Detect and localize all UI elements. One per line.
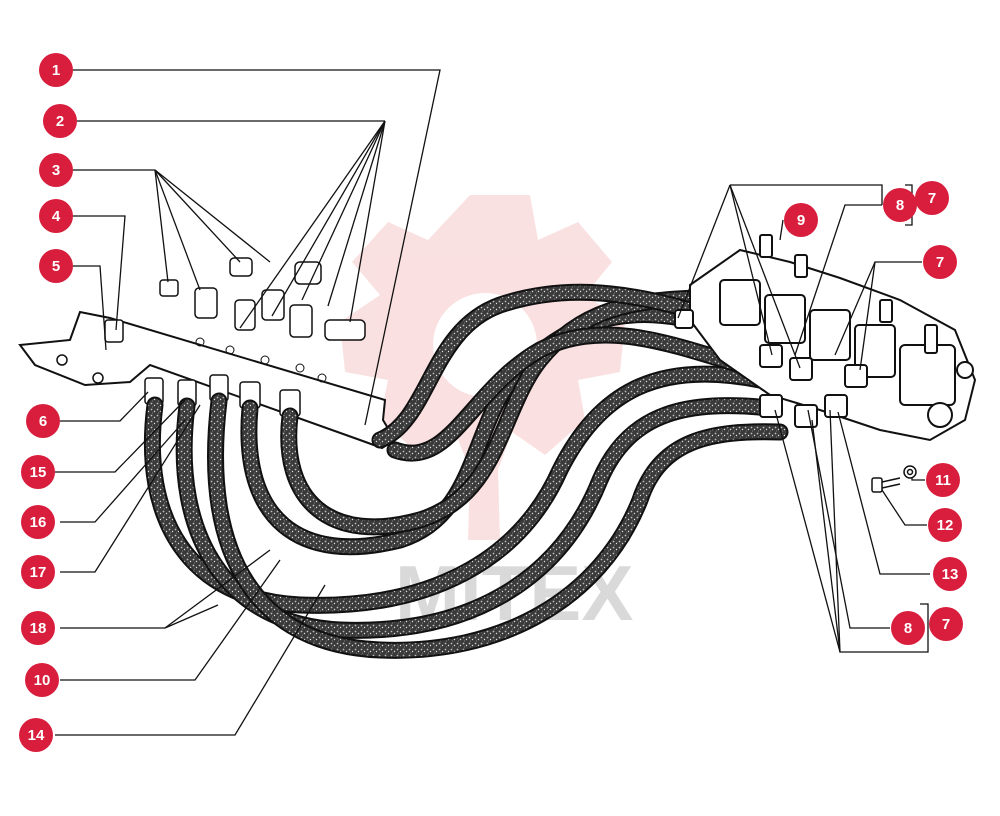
svg-text:1: 1 <box>52 62 60 79</box>
callout-1[interactable]: 1 <box>39 53 73 87</box>
svg-text:17: 17 <box>30 564 47 581</box>
svg-text:7: 7 <box>936 254 944 271</box>
svg-text:3: 3 <box>52 162 60 179</box>
callout-7-top[interactable]: 7 <box>915 181 949 215</box>
bolt-and-washer <box>871 465 917 493</box>
svg-text:8: 8 <box>896 197 904 214</box>
svg-text:18: 18 <box>30 620 47 637</box>
svg-text:4: 4 <box>52 208 61 225</box>
callout-3[interactable]: 3 <box>39 153 73 187</box>
svg-text:7: 7 <box>942 616 950 633</box>
callouts: 1 2 3 4 5 6 15 16 17 18 10 14 9 8 7 7 11… <box>19 53 967 752</box>
callout-18[interactable]: 18 <box>21 611 55 645</box>
svg-text:14: 14 <box>28 727 45 744</box>
callout-7-bottom[interactable]: 7 <box>929 607 963 641</box>
svg-text:8: 8 <box>904 620 912 637</box>
svg-text:5: 5 <box>52 258 60 275</box>
svg-text:6: 6 <box>39 413 47 430</box>
callout-8-top[interactable]: 8 <box>883 188 917 222</box>
callout-12[interactable]: 12 <box>928 508 962 542</box>
elbow-fittings <box>104 257 366 343</box>
callout-14[interactable]: 14 <box>19 718 53 752</box>
hydraulic-hoses <box>143 283 789 659</box>
callout-17[interactable]: 17 <box>21 555 55 589</box>
callout-6[interactable]: 6 <box>26 404 60 438</box>
watermark-gear-icon <box>340 195 625 540</box>
callout-7-middle[interactable]: 7 <box>923 245 957 279</box>
callout-4[interactable]: 4 <box>39 199 73 233</box>
svg-text:11: 11 <box>935 472 951 489</box>
callout-15[interactable]: 15 <box>21 455 55 489</box>
svg-text:10: 10 <box>34 672 51 689</box>
svg-text:15: 15 <box>30 464 47 481</box>
control-valve-block <box>674 234 977 442</box>
svg-text:13: 13 <box>942 566 959 583</box>
callout-5[interactable]: 5 <box>39 249 73 283</box>
callout-8-bottom[interactable]: 8 <box>891 611 925 645</box>
svg-text:7: 7 <box>928 190 936 207</box>
callout-9[interactable]: 9 <box>784 203 818 237</box>
svg-text:12: 12 <box>937 517 954 534</box>
callout-11[interactable]: 11 <box>926 463 960 497</box>
leader-lines <box>55 69 930 736</box>
svg-text:2: 2 <box>56 113 64 130</box>
svg-text:16: 16 <box>30 514 47 531</box>
callout-16[interactable]: 16 <box>21 505 55 539</box>
callout-10[interactable]: 10 <box>25 663 59 697</box>
svg-text:9: 9 <box>797 212 805 229</box>
callout-13[interactable]: 13 <box>933 557 967 591</box>
callout-2[interactable]: 2 <box>43 104 77 138</box>
